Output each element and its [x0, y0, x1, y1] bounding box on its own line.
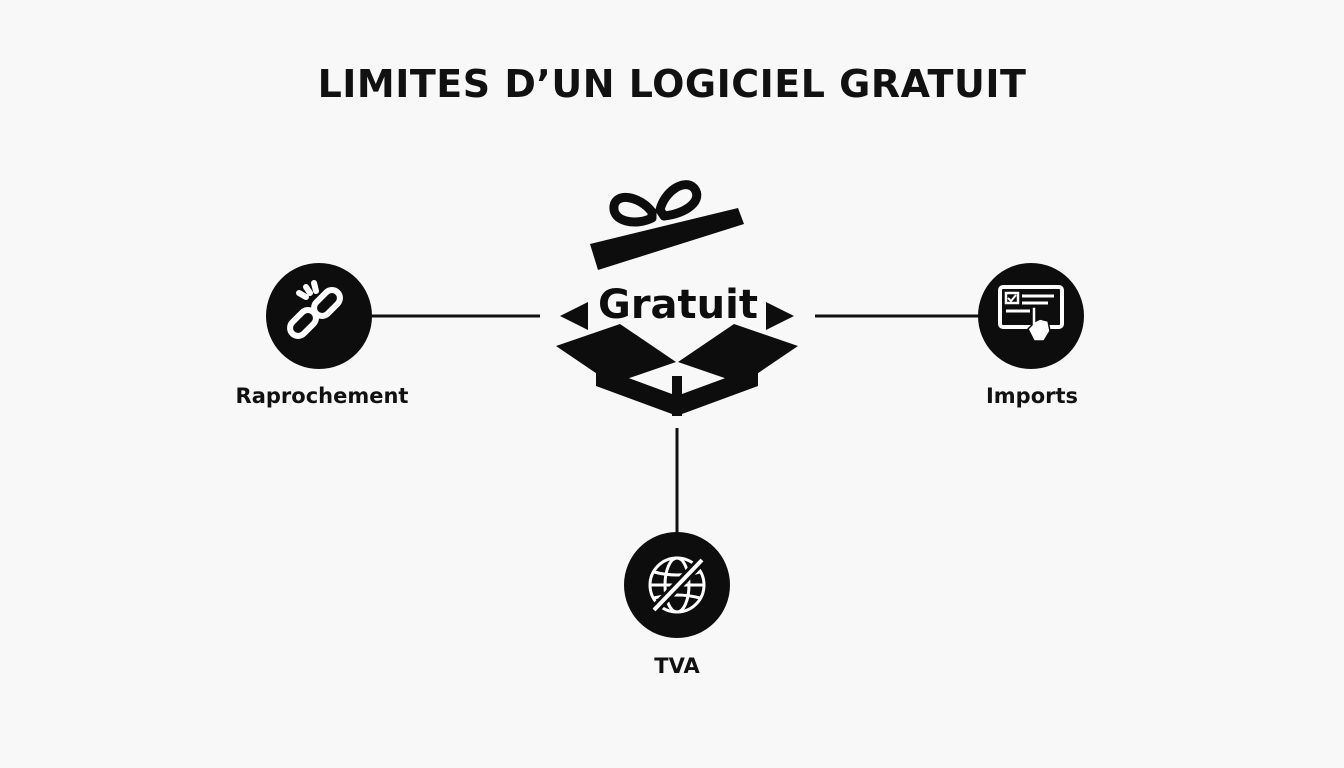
node-imports-label: Imports [985, 384, 1079, 408]
node-tva-label: TVA [654, 654, 700, 678]
gift-box-icon: Gratuit [556, 180, 798, 416]
screen-touch-icon [998, 285, 1064, 342]
broken-link-icon [287, 280, 343, 339]
node-tva-icon-circle [624, 532, 730, 638]
node-raprochement-icon-circle [266, 263, 372, 369]
node-imports-icon-circle [978, 263, 1084, 369]
diagram-title: LIMITES D’UN LOGICIEL GRATUIT [317, 62, 1027, 106]
globe-slash-icon [648, 556, 706, 614]
gift-label: Gratuit [598, 282, 758, 328]
node-raprochement-label: Raprochement [235, 384, 409, 408]
